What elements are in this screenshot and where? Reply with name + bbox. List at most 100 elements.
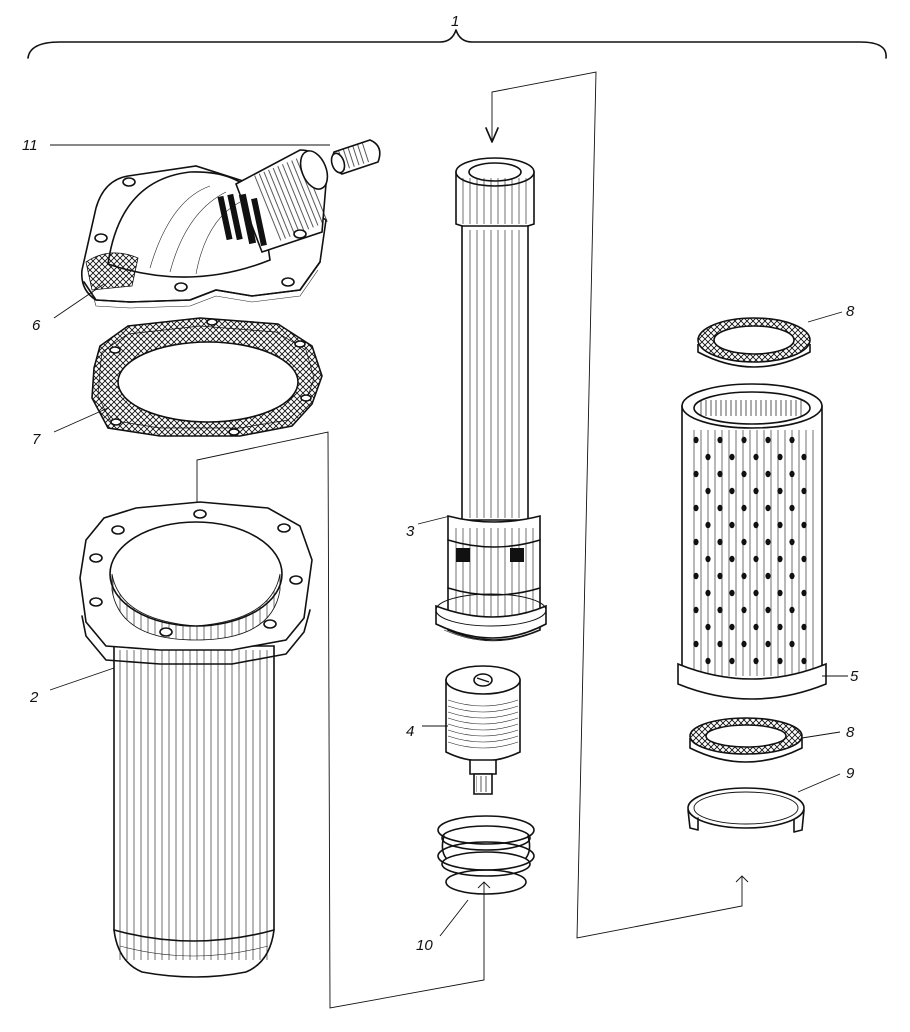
- perforation-hole: [777, 521, 783, 529]
- perforation-hole: [693, 538, 699, 546]
- seal-top-part: [697, 317, 811, 368]
- perforation-hole: [693, 504, 699, 512]
- perforation-hole: [693, 606, 699, 614]
- plug-part: [330, 139, 381, 175]
- perforation-hole: [705, 623, 711, 631]
- label-valve: 4: [406, 723, 414, 740]
- perforation-hole: [801, 555, 807, 563]
- housing-part: [79, 501, 313, 978]
- perforation-hole: [753, 521, 759, 529]
- perforation-hole: [753, 657, 759, 665]
- assembly-flow-lines: [190, 71, 749, 1009]
- perforation-hole: [753, 623, 759, 631]
- leader-cover: [53, 283, 105, 319]
- filter-element-part: [677, 383, 827, 700]
- perforation-hole: [717, 436, 723, 444]
- perforation-hole: [777, 555, 783, 563]
- perforation-hole: [705, 487, 711, 495]
- perforation-hole: [741, 640, 747, 648]
- label-plug: 11: [22, 137, 38, 154]
- retainer-ring-part: [687, 787, 805, 833]
- valve-part: [445, 665, 521, 795]
- perforation-hole: [801, 487, 807, 495]
- perforation-hole: [741, 436, 747, 444]
- perforation-hole: [753, 555, 759, 563]
- label-center-tube: 3: [406, 523, 415, 540]
- perforation-hole: [741, 470, 747, 478]
- perforation-hole: [705, 453, 711, 461]
- perforation-hole: [693, 572, 699, 580]
- leader-spring: [439, 899, 469, 937]
- perforation-hole: [705, 657, 711, 665]
- perforation-hole: [717, 504, 723, 512]
- perforation-hole: [705, 521, 711, 529]
- perforation-hole: [777, 453, 783, 461]
- perforation-hole: [693, 436, 699, 444]
- leader-housing: [49, 667, 115, 691]
- leader-seal-top: [807, 311, 843, 323]
- perforations: [693, 436, 807, 665]
- perforation-hole: [777, 657, 783, 665]
- leader-retainer-ring: [797, 773, 841, 793]
- leader-seal-bottom: [801, 731, 841, 739]
- cover-part: [80, 149, 330, 309]
- perforation-hole: [717, 640, 723, 648]
- perforation-hole: [801, 623, 807, 631]
- label-seal-bottom: 8: [846, 724, 855, 741]
- perforation-hole: [765, 504, 771, 512]
- perforation-hole: [801, 589, 807, 597]
- perforation-hole: [789, 504, 795, 512]
- label-seal-top: 8: [846, 303, 855, 320]
- leader-center-tube: [417, 515, 451, 525]
- perforation-hole: [777, 623, 783, 631]
- perforation-hole: [765, 436, 771, 444]
- perforation-hole: [777, 487, 783, 495]
- label-spring: 10: [416, 937, 433, 954]
- perforation-hole: [717, 606, 723, 614]
- perforation-hole: [693, 470, 699, 478]
- perforation-hole: [801, 657, 807, 665]
- perforation-hole: [765, 640, 771, 648]
- perforation-hole: [789, 470, 795, 478]
- perforation-hole: [789, 436, 795, 444]
- leader-gasket: [53, 407, 109, 433]
- perforation-hole: [765, 572, 771, 580]
- perforation-hole: [705, 555, 711, 563]
- label-cover: 6: [32, 317, 41, 334]
- perforation-hole: [753, 487, 759, 495]
- perforation-hole: [741, 538, 747, 546]
- assembly-brace: [27, 29, 887, 59]
- perforation-hole: [729, 589, 735, 597]
- perforation-hole: [789, 640, 795, 648]
- perforation-hole: [729, 487, 735, 495]
- label-gasket: 7: [32, 431, 41, 448]
- perforation-hole: [729, 555, 735, 563]
- perforation-hole: [741, 572, 747, 580]
- gasket-part: [91, 317, 323, 437]
- perforation-hole: [717, 572, 723, 580]
- perforation-hole: [741, 504, 747, 512]
- perforation-hole: [765, 470, 771, 478]
- center-tube-part: [435, 157, 547, 642]
- perforation-hole: [753, 453, 759, 461]
- perforation-hole: [801, 453, 807, 461]
- perforation-hole: [729, 453, 735, 461]
- label-filter-element: 5: [850, 668, 859, 685]
- perforation-hole: [765, 538, 771, 546]
- perforation-hole: [705, 589, 711, 597]
- perforation-hole: [789, 606, 795, 614]
- perforation-hole: [801, 521, 807, 529]
- perforation-hole: [729, 521, 735, 529]
- label-retainer-ring: 9: [846, 765, 855, 782]
- perforation-hole: [741, 606, 747, 614]
- label-housing: 2: [29, 689, 39, 706]
- perforation-hole: [789, 572, 795, 580]
- perforation-hole: [753, 589, 759, 597]
- perforation-hole: [717, 470, 723, 478]
- perforation-hole: [765, 606, 771, 614]
- perforation-hole: [777, 589, 783, 597]
- perforation-hole: [717, 538, 723, 546]
- perforation-hole: [693, 640, 699, 648]
- spring-part: [437, 815, 535, 895]
